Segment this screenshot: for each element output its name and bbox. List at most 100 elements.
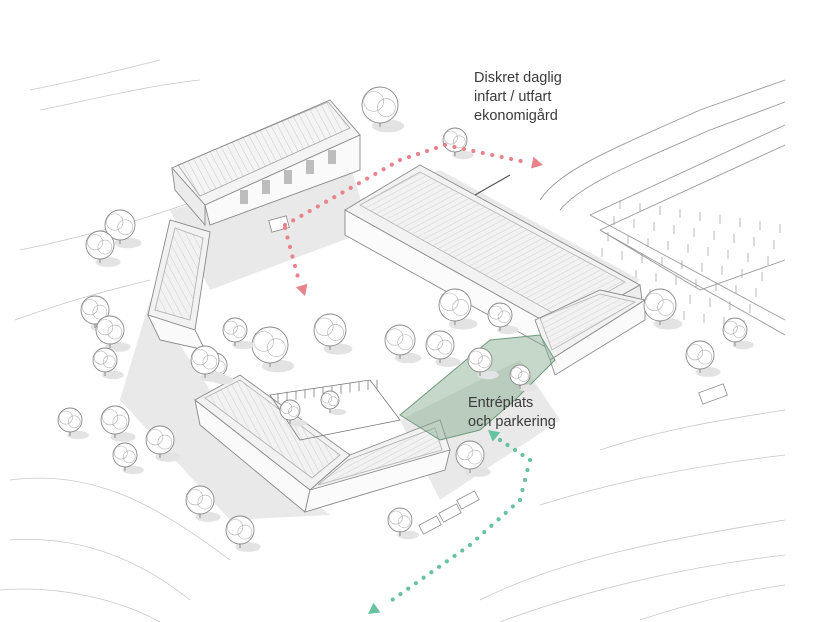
entrance-route-dot (520, 452, 525, 458)
economy-route-dot (299, 213, 304, 218)
tree (643, 288, 683, 330)
tree (104, 209, 142, 249)
entrance-route-dot (467, 542, 473, 548)
economy-route-dot (415, 151, 421, 157)
entrance-route-dot (489, 523, 494, 528)
economy-route-dot (282, 222, 288, 228)
tree (185, 485, 221, 522)
tree (384, 324, 422, 364)
building-south-wing (194, 374, 451, 513)
tree (222, 317, 254, 350)
economy-route-dot (285, 235, 290, 240)
economy-route-dot (332, 195, 337, 200)
economy-route-dot (292, 263, 298, 269)
entrance-route-dot (421, 575, 426, 580)
entrance-route-dot (444, 559, 449, 564)
economy-route-dot (490, 152, 495, 158)
economy-route-dot (290, 254, 295, 259)
entrance-route-dot (522, 477, 528, 483)
entrance-highlight-zone (399, 334, 556, 441)
economy-route-dot (499, 154, 504, 160)
trees (57, 86, 754, 552)
entrance-route-dot (406, 586, 411, 591)
tree (225, 515, 261, 552)
economy-route-dot (340, 190, 345, 195)
economy-route-dot (433, 145, 439, 151)
building-east-wing (534, 289, 647, 376)
economy-route-dot (397, 157, 403, 163)
tree (438, 288, 478, 330)
economy-label-line-1: Diskret daglig (474, 70, 562, 86)
entrance-route-dot (436, 564, 442, 569)
entrance-label-line-1: Entréplats (468, 395, 534, 411)
entrance-route-dot (413, 581, 419, 586)
economy-route-dot (323, 199, 329, 204)
economy-route-dot (365, 176, 370, 181)
tree (442, 127, 474, 160)
entrance-label: Entréplats och parkering (468, 394, 556, 432)
economy-route-dot (348, 185, 353, 190)
economy-route-dot (461, 146, 466, 152)
courtyard-pergola (269, 379, 401, 441)
tree (57, 407, 89, 440)
entrance-route-arrows (368, 430, 533, 614)
tree (509, 364, 537, 392)
economy-route-arrowhead-east (530, 156, 543, 169)
tree (100, 405, 136, 442)
building-north (171, 99, 361, 227)
terrain-contours (0, 59, 786, 622)
economy-route-dot (389, 162, 394, 167)
entrance-route-dot (460, 548, 465, 553)
entrance-route-dot (525, 467, 530, 473)
economy-route-dot (373, 171, 378, 177)
tree (320, 390, 347, 416)
tree (455, 440, 491, 477)
tree (190, 345, 226, 382)
economy-route-dot (424, 148, 430, 154)
entrance-route-dot (429, 570, 434, 575)
tree (251, 326, 295, 373)
entrance-route-arrowhead-north (488, 430, 501, 442)
building-west-wing (147, 219, 211, 351)
entrance-route-dot (527, 457, 533, 463)
entrance-route-arrowhead-south (368, 602, 381, 614)
tree (85, 230, 121, 267)
entrance-route-dot (398, 591, 403, 597)
entrance-route-dot (390, 597, 395, 602)
entrance-route-dot (510, 504, 515, 509)
economy-route-dot (442, 142, 448, 148)
economy-route-dot (471, 148, 476, 154)
economy-route-dot (287, 244, 293, 250)
economy-route-dot (480, 150, 485, 156)
tree (112, 442, 144, 475)
economy-route-dot (381, 167, 386, 172)
entrance-route-dot (512, 447, 518, 453)
tree (387, 507, 419, 540)
tree (313, 313, 353, 355)
entrance-route-dot (482, 530, 487, 535)
tree (722, 317, 754, 350)
entrance-route-dot (503, 510, 508, 515)
economy-label-line-2: infart / utfart (474, 89, 552, 105)
entrance-route-dot (452, 553, 457, 559)
economy-route-dot (406, 154, 412, 160)
economy-route-dot (509, 156, 514, 162)
entrance-route-dot (505, 442, 510, 448)
economy-route-dot (356, 181, 362, 186)
tree (487, 302, 519, 335)
road-and-parking (539, 79, 786, 336)
parked-cars (268, 215, 728, 535)
economy-route-arrowhead-south (295, 283, 308, 296)
economy-yard-route-arrows (282, 142, 543, 296)
economy-route-dot (518, 158, 523, 164)
economy-route-dot (291, 218, 296, 223)
entrance-route-dot (520, 487, 525, 493)
entrance-route-dot (497, 437, 503, 443)
tree (95, 315, 131, 352)
economy-route-dot (307, 208, 312, 214)
economy-route-dot (282, 225, 288, 231)
economy-route-dot (452, 144, 457, 150)
tree (685, 340, 721, 377)
